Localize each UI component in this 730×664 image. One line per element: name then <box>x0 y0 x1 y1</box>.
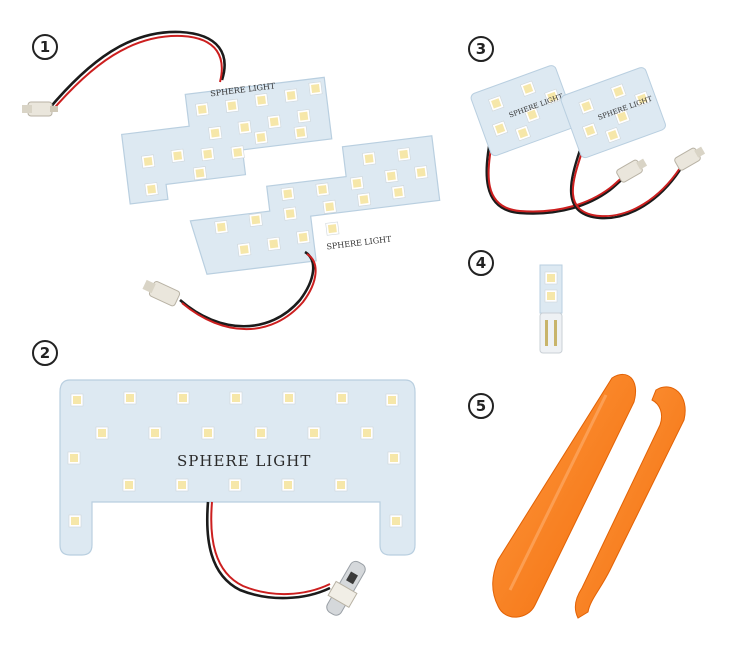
item2-brand: SPHERE LIGHT <box>177 452 311 470</box>
item3-pcb-right: SPHERE LIGHT <box>560 67 666 159</box>
item3-pcb-left: SPHERE LIGHT <box>470 65 576 157</box>
item3-socket-right <box>674 146 706 171</box>
item3-map-lamps: SPHERE LIGHT SPHERE LIGHT <box>470 65 706 220</box>
item4-number-badge: 4 <box>468 250 494 276</box>
item3-socket-left <box>616 158 648 183</box>
item1-lighting-panels: SPHERE LIGHT SPHERE LIGHT <box>22 30 441 330</box>
item1-socket-top <box>22 101 58 117</box>
item5-trim-tools <box>492 373 686 619</box>
item5-number-badge: 5 <box>468 393 494 419</box>
item1-number-badge: 1 <box>32 34 58 60</box>
item2-festoon-socket <box>326 560 366 616</box>
item3-number-badge: 3 <box>468 36 494 62</box>
item1-lower-brand: SPHERE LIGHT <box>326 234 393 251</box>
item2-number-badge: 2 <box>32 340 58 366</box>
item1-socket-bottom <box>142 279 181 307</box>
item2-room-lamp-panel: SPHERE LIGHT <box>59 379 416 616</box>
item4-wedge-bulb <box>539 264 563 354</box>
